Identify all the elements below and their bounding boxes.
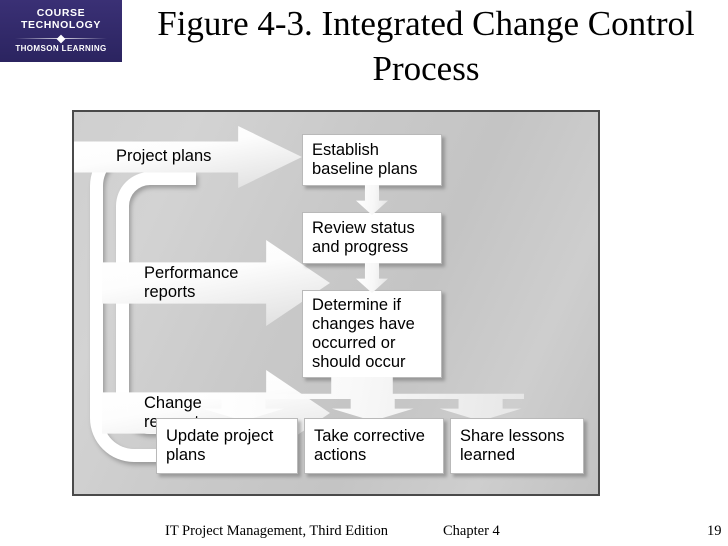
process-box-determine-changes: Determine if changes have occurred or sh…: [302, 290, 442, 378]
slide-title: Figure 4-3. Integrated Change Control Pr…: [157, 4, 695, 88]
input-label-performance-reports: Performance reports: [144, 263, 239, 301]
logo-secondary-text: THOMSON LEARNING: [15, 43, 107, 53]
output-label-update-project-plans: Update project plans: [166, 426, 274, 464]
output-box-share-lessons-learned: Share lessons learned: [450, 418, 584, 474]
process-label-determine-changes: Determine if changes have occurred or sh…: [312, 295, 415, 372]
output-label-share-lessons-learned: Share lessons learned: [460, 426, 565, 464]
arrow-baseline-to-review: [356, 185, 388, 215]
output-label-take-corrective-actions: Take corrective actions: [314, 426, 425, 464]
arrow-determine-to-outputs-branch: [200, 377, 524, 421]
diagram-stage: Project plans Performance reports Change…: [74, 112, 598, 494]
arrow-review-to-determine: [356, 263, 388, 293]
footer-chapter: Chapter 4: [443, 523, 500, 539]
footer-page-number: 19: [707, 523, 722, 539]
process-label-establish-baseline-plans: Establish baseline plans: [312, 140, 418, 178]
output-box-take-corrective-actions: Take corrective actions: [304, 418, 444, 474]
logo-divider-diamond: [15, 35, 107, 42]
process-label-review-status: Review status and progress: [312, 218, 415, 256]
diagram-panel: Project plans Performance reports Change…: [72, 110, 600, 496]
output-box-update-project-plans: Update project plans: [156, 418, 298, 474]
input-label-project-plans: Project plans: [116, 147, 212, 166]
course-technology-logo: COURSE TECHNOLOGY THOMSON LEARNING: [0, 0, 122, 62]
footer-book-title: IT Project Management, Third Edition: [165, 523, 388, 539]
process-box-establish-baseline-plans: Establish baseline plans: [302, 134, 442, 186]
slide-footer: IT Project Management, Third Edition Cha…: [0, 521, 728, 545]
process-box-review-status: Review status and progress: [302, 212, 442, 264]
logo-primary-text: COURSE TECHNOLOGY: [20, 7, 102, 32]
